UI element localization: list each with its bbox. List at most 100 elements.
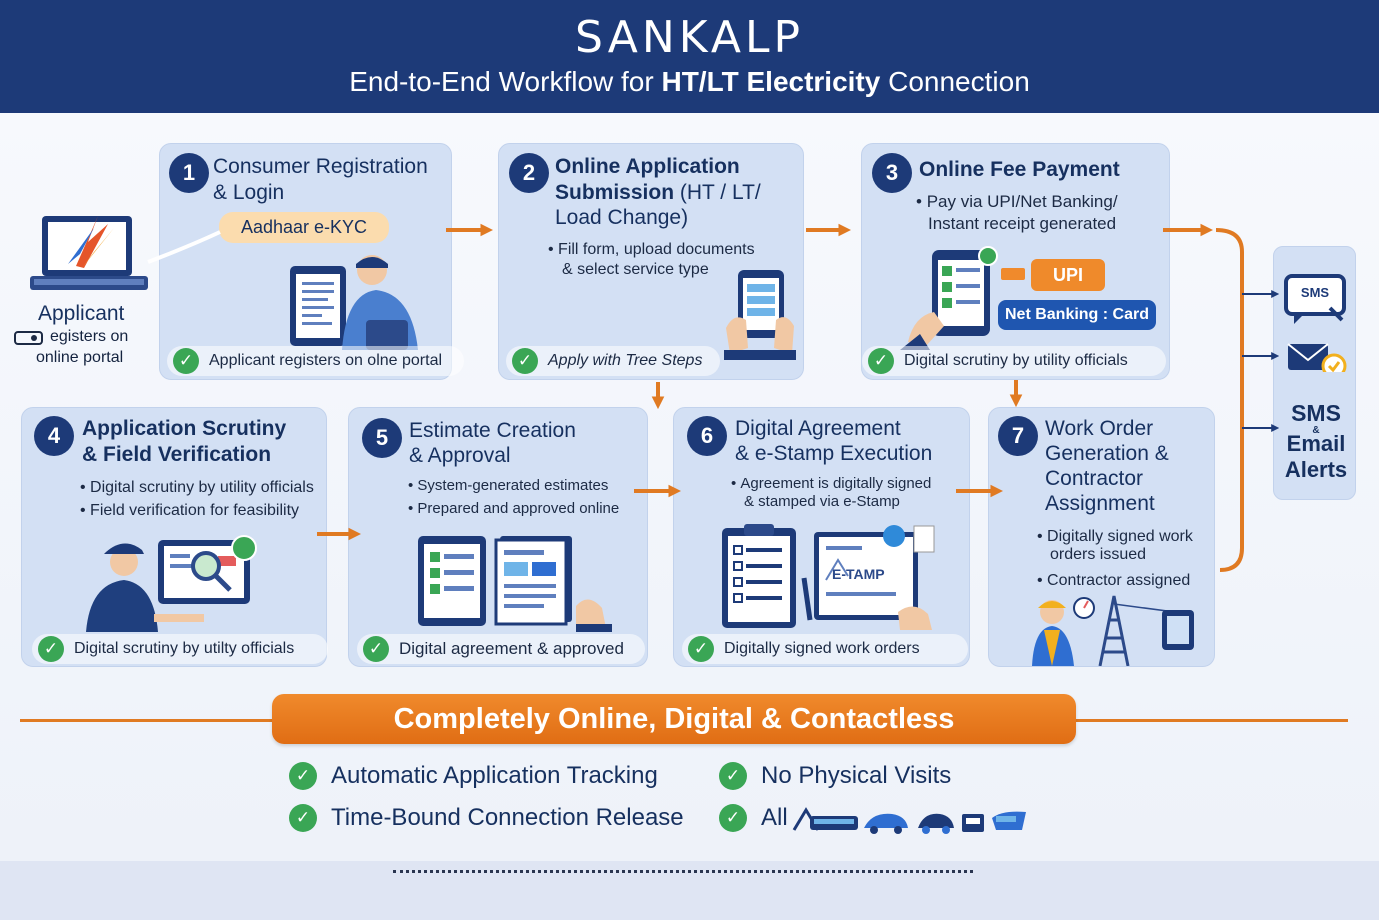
- feature-tracking: ✓Automatic Application Tracking: [289, 762, 658, 790]
- banner-line-left: [20, 719, 272, 722]
- step-2-title-line2: Submission (HT / LT/: [555, 180, 761, 205]
- step-number-4: 4: [34, 416, 74, 456]
- step-2-title-rest: (HT / LT/: [674, 181, 761, 204]
- step-4-footer-text: Digital scrutiny by utilty officials: [74, 640, 295, 657]
- check-icon: ✓: [868, 348, 894, 374]
- page-subtitle: End-to-End Workflow for HT/LT Electricit…: [0, 66, 1379, 98]
- dotted-divider: [393, 870, 973, 873]
- check-icon: ✓: [363, 636, 389, 662]
- subtitle-htlt: HT/LT: [661, 66, 739, 97]
- feature-no-visits-text: No Physical Visits: [761, 762, 952, 789]
- step-7-bullet-1-cont: orders issued: [1050, 546, 1147, 563]
- step-card-2: [498, 143, 804, 380]
- applicant-link: [147, 230, 221, 264]
- contactless-banner: Completely Online, Digital & Contactless: [272, 694, 1076, 744]
- subtitle-electricity: Electricity: [746, 66, 881, 97]
- step-5-title-line2: & Approval: [409, 444, 511, 467]
- step-3-bullet-cont: Instant receipt generated: [928, 214, 1117, 233]
- feature-all: ✓ All: [719, 804, 788, 832]
- feature-all-text: All: [761, 804, 788, 831]
- officer-inspection-illustration: [86, 535, 257, 632]
- step-number-2: 2: [509, 153, 549, 193]
- step-3-bullet: Pay via UPI/Net Banking/: [916, 190, 1118, 213]
- check-icon: ✓: [173, 348, 199, 374]
- step-1-title-line1: Consumer Registration: [213, 155, 428, 178]
- phone-payment-illustration: [900, 246, 998, 350]
- step-1-footer: ✓ Applicant registers on olne portal: [167, 346, 464, 376]
- step-number-5: 5: [362, 418, 402, 458]
- step-4-bullets: Digital scrutiny by utility officials Fi…: [80, 476, 314, 522]
- step-7-title-line1: Work Order: [1045, 417, 1154, 440]
- step-5-footer-text: Digital agreement & approved: [399, 639, 624, 658]
- step-number-1: 1: [169, 153, 209, 193]
- step-3-footer-text: Digital scrutiny by utility officials: [904, 352, 1128, 369]
- step-2-title-line1: Online Application: [555, 155, 740, 178]
- step-7-title-line4: Assignment: [1045, 492, 1155, 515]
- step-5-title-line1: Estimate Creation: [409, 419, 576, 442]
- agreement-estamp-illustration: [722, 524, 935, 630]
- phone-illustration: [724, 270, 796, 360]
- step-4-title-line1: Application Scrutiny: [82, 417, 287, 440]
- step-2-footer: ✓Apply with Tree Steps: [506, 346, 720, 376]
- step-6-title-line1: Digital Agreement: [735, 417, 901, 440]
- step-card-4: [21, 407, 327, 667]
- step-4-footer: ✓ Digital scrutiny by utilty officials: [32, 634, 328, 664]
- step-6-title-line2: & e-Stamp Execution: [735, 442, 933, 465]
- step-2-bullet-cont: & select service type: [562, 261, 709, 278]
- alerts-sms: SMS: [1291, 400, 1341, 426]
- step-6-footer-text: Digitally signed work orders: [724, 640, 920, 657]
- check-icon: ✓: [719, 762, 747, 790]
- applicant-line1: egisters on: [50, 328, 129, 345]
- step-2-title-line3: Load Change): [555, 206, 689, 229]
- step-3-footer: ✓ Digital scrutiny by utility officials: [862, 346, 1166, 376]
- step-5-footer: ✓ Digital agreement & approved: [357, 634, 645, 664]
- check-icon: ✓: [289, 804, 317, 832]
- step-number-7: 7: [998, 416, 1038, 456]
- step-5-bullets: System-generated estimates Prepared and …: [408, 474, 619, 520]
- step-1-title-line2: & Login: [213, 181, 285, 204]
- step-2-title-bold: Submission: [555, 181, 675, 204]
- step-number-6: 6: [687, 416, 727, 456]
- page-header: SANKALP End-to-End Workflow for HT/LT El…: [0, 0, 1379, 113]
- step-5-bullet-1: System-generated estimates: [408, 474, 619, 497]
- feature-time-bound-text: Time-Bound Connection Release: [331, 804, 684, 831]
- banner-line-right: [1076, 719, 1348, 722]
- sms-icon-label: SMS: [1300, 285, 1330, 300]
- step-6-footer: ✓Digitally signed work orders: [682, 634, 968, 664]
- step-7-title-line2: Generation &: [1045, 442, 1169, 465]
- step-7-title-line3: Contractor: [1045, 467, 1144, 490]
- netbanking-badge: Net Banking : Card: [998, 300, 1156, 330]
- step-2-footer-text: Apply with Tree Steps: [548, 352, 703, 369]
- card-icon: [14, 331, 43, 345]
- step-number-3: 3: [872, 153, 912, 193]
- step-7-bullets: Digitally signed work: [1037, 525, 1193, 548]
- documents-illustration: [418, 536, 612, 632]
- step-4-title-line2: & Field Verification: [82, 443, 272, 466]
- step-6-bullets: Agreement is digitally signed: [731, 472, 931, 495]
- step-7-bullet-1: Digitally signed work: [1037, 525, 1193, 548]
- step-2-bullets: Fill form, upload documents: [548, 238, 755, 261]
- feature-time-bound: ✓ Time-Bound Connection Release: [289, 804, 684, 832]
- step-1-footer-text: Applicant registers on olne portal: [209, 352, 443, 369]
- applicant-title: Applicant: [38, 302, 125, 325]
- step-4-bullet-2: Field verification for feasibility: [80, 499, 314, 522]
- notification-icons: [1284, 274, 1347, 372]
- check-icon: ✓: [719, 804, 747, 832]
- brand-title: SANKALP: [575, 12, 804, 63]
- worker-tower-illustration: [1032, 595, 1194, 666]
- alerts-bracket: [1215, 228, 1244, 572]
- step-6-bullet-cont: & stamped via e-Stamp: [744, 493, 900, 510]
- step-5-bullet-2: Prepared and approved online: [408, 497, 619, 520]
- subtitle-post: Connection: [880, 66, 1030, 97]
- step-7-bullet-2: Contractor assigned: [1037, 569, 1190, 592]
- step-3-bullets: Pay via UPI/Net Banking/: [916, 190, 1118, 213]
- laptop-icon: [30, 216, 148, 290]
- feature-tracking-text: Automatic Application Tracking: [331, 762, 658, 789]
- card-chip-icon: [1001, 268, 1025, 280]
- feature-no-visits: ✓ No Physical Visits: [719, 762, 951, 790]
- check-icon: ✓: [38, 636, 64, 662]
- upi-badge: UPI: [1031, 259, 1105, 291]
- step-6-bullet: Agreement is digitally signed: [731, 472, 931, 495]
- estamp-label: E-TAMP: [832, 566, 885, 582]
